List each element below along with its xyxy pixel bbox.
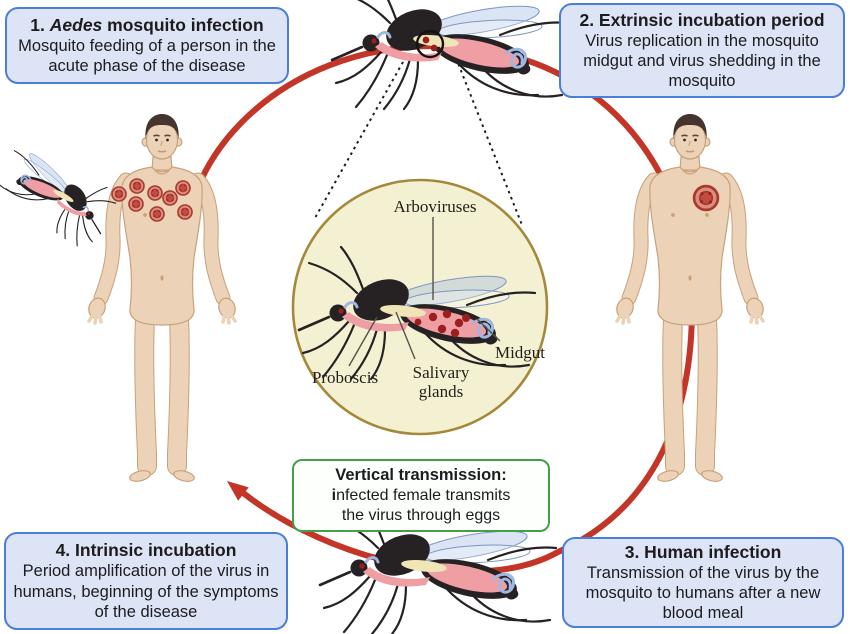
step1-body: Mosquito feeding of a person in the acut… [18,37,276,76]
step4-title: 4. Intrinsic incubation [55,540,237,561]
vertical-transmission-line1: infected female transmits [331,486,511,504]
step3-title: 3. Human infection [624,541,782,562]
arbovirus-dots [414,309,470,338]
midgut-highlight-ring [415,29,445,59]
label-salivary-glands: Salivary glands [412,363,470,402]
vertical-transmission-line2: the virus through eggs [341,506,501,524]
callout-line-right [455,57,523,226]
step2-body: Virus replication in the mosquito midgut… [583,31,821,91]
label-arboviruses: Arboviruses [393,197,477,216]
step4-body: Period amplification of the virus in hum… [13,562,279,621]
step1-title: 1. Aedes mosquito infection [30,14,264,35]
right-human-figure [614,114,765,483]
label-midgut: Midgut [494,343,546,362]
step2-title: 2. Extrinsic incubation period [579,9,825,30]
vertical-transmission-title: Vertical transmission: [335,466,507,485]
label-proboscis: Proboscis [311,368,379,387]
lesion-right-human [692,184,720,212]
step3-body: Transmission of the virus by the mosquit… [585,563,821,623]
step1-box: 1. Aedes mosquito infection Mosquito fee… [5,7,289,84]
step4-box: 4. Intrinsic incubation Period amplifica… [4,532,288,630]
step3-box: 3. Human infection Transmission of the v… [562,537,844,628]
step2-box: 2. Extrinsic incubation period Virus rep… [559,3,845,98]
mosquito-magnified [297,245,537,381]
left-human-figure [86,114,237,483]
anatomy-pointer-lines [348,217,501,367]
arrowhead [227,481,249,501]
vertical-transmission-box: Vertical transmission: infected female t… [292,459,550,532]
